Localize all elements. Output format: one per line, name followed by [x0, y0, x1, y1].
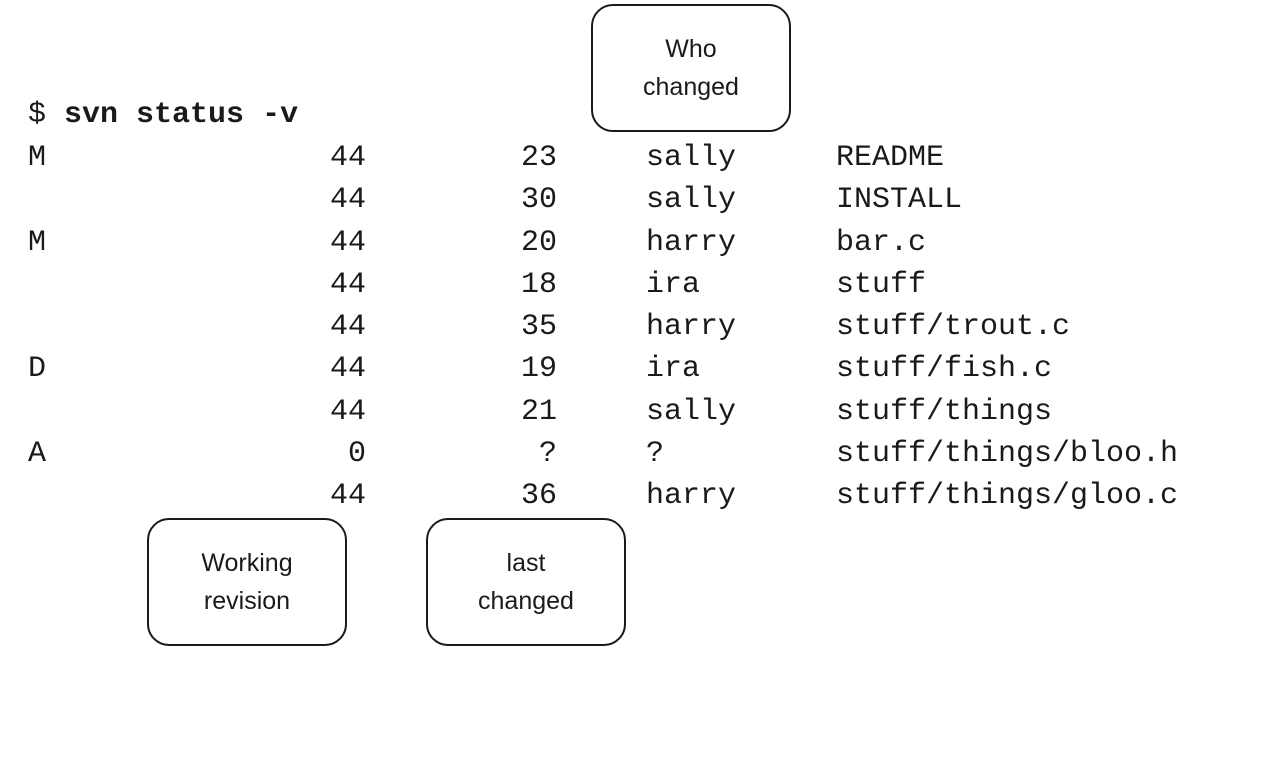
- last-changed-revision: ?: [538, 437, 557, 472]
- last-changed-revision: 35: [520, 310, 557, 345]
- status-row: M 44 20 harry bar.c: [0, 222, 1269, 264]
- file-path: stuff/things: [836, 394, 1053, 429]
- callout-last-changed-line1: last: [506, 549, 546, 577]
- status-code: A: [28, 437, 47, 472]
- status-row: A 0 ? ? stuff/things/bloo.h: [0, 433, 1269, 475]
- slide: Who changed $ svn status -v M 44 23 sall…: [0, 4, 1269, 646]
- status-row: 44 30 sally INSTALL: [0, 179, 1269, 221]
- file-path: stuff/trout.c: [836, 310, 1071, 345]
- working-revision: 44: [329, 352, 366, 387]
- callout-working-revision-line2: revision: [203, 587, 291, 615]
- author: harry: [646, 310, 737, 345]
- status-row: 44 21 sally stuff/things: [0, 391, 1269, 433]
- prompt-symbol: $: [28, 98, 47, 132]
- author: harry: [646, 225, 737, 260]
- status-code: M: [28, 141, 47, 175]
- file-path: bar.c: [836, 225, 927, 260]
- working-revision: 44: [329, 394, 366, 429]
- status-row: D 44 19 ira stuff/fish.c: [0, 348, 1269, 390]
- last-changed-revision: 20: [520, 225, 557, 260]
- author: ira: [646, 352, 701, 387]
- callout-last-changed-line2: changed: [478, 587, 574, 615]
- working-revision: 44: [329, 141, 366, 175]
- command-line: $ svn status -v: [28, 94, 298, 136]
- working-revision: 44: [329, 310, 366, 345]
- last-changed-revision: 30: [520, 183, 557, 218]
- working-revision: 44: [329, 479, 366, 514]
- command-text: svn status -v: [64, 98, 299, 132]
- working-revision: 0: [347, 437, 366, 472]
- callout-last-changed: last changed: [426, 518, 626, 646]
- working-revision: 44: [329, 225, 366, 260]
- last-changed-revision: 19: [520, 352, 557, 387]
- author: sally: [646, 141, 737, 175]
- callout-working-revision-line1: Working: [201, 549, 293, 577]
- status-row: 44 36 harry stuff/things/gloo.c: [0, 475, 1269, 517]
- last-changed-revision: 23: [520, 141, 557, 175]
- status-output: M 44 23 sally README 44 30 sally INSTALL…: [0, 137, 1269, 518]
- last-changed-revision: 36: [520, 479, 557, 514]
- last-changed-revision: 18: [520, 267, 557, 302]
- status-row: 44 18 ira stuff: [0, 264, 1269, 306]
- file-path: README: [836, 141, 945, 175]
- last-changed-revision: 21: [520, 394, 557, 429]
- working-revision: 44: [329, 267, 366, 302]
- author: sally: [646, 394, 737, 429]
- author: ira: [646, 267, 701, 302]
- file-path: stuff: [836, 267, 927, 302]
- author: ?: [646, 437, 665, 472]
- callout-working-revision: Working revision: [147, 518, 347, 646]
- file-path: INSTALL: [836, 183, 963, 218]
- status-row: 44 35 harry stuff/trout.c: [0, 306, 1269, 348]
- file-path: stuff/things/bloo.h: [836, 437, 1179, 472]
- working-revision: 44: [329, 183, 366, 218]
- author: sally: [646, 183, 737, 218]
- callout-who-changed-line1: Who: [665, 35, 717, 63]
- author: harry: [646, 479, 737, 514]
- status-code: M: [28, 225, 47, 260]
- file-path: stuff/things/gloo.c: [836, 479, 1179, 514]
- status-code: D: [28, 352, 47, 387]
- callout-who-changed-line2: changed: [643, 73, 739, 101]
- status-row: M 44 23 sally README: [0, 137, 1269, 179]
- file-path: stuff/fish.c: [836, 352, 1053, 387]
- callout-who-changed: Who changed: [591, 4, 791, 132]
